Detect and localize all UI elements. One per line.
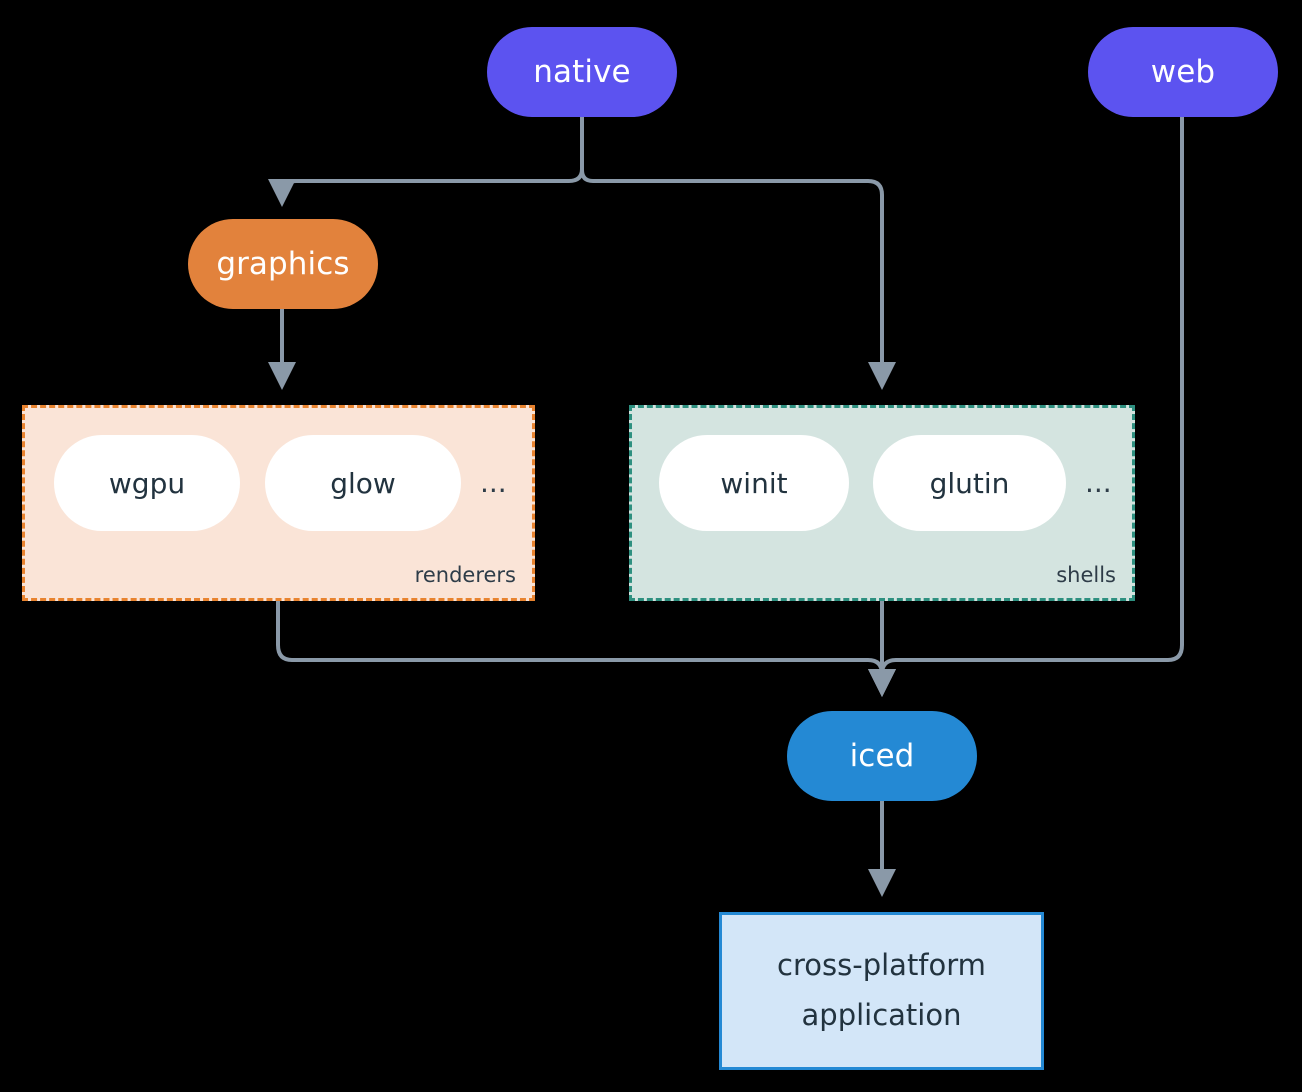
- edge-web-iced: [868, 117, 1184, 697]
- node-iced[interactable]: iced: [787, 711, 977, 801]
- node-web-label: web: [1150, 54, 1216, 90]
- node-winit-label: winit: [720, 466, 788, 500]
- node-glow-label: glow: [330, 466, 396, 500]
- group-renderers[interactable]: wgpu glow ... renderers: [22, 405, 535, 601]
- node-winit[interactable]: winit: [659, 435, 849, 531]
- edge-native-graphics: [268, 168, 584, 207]
- node-iced-label: iced: [849, 738, 915, 774]
- node-application-label-line2: application: [801, 998, 962, 1032]
- node-glow[interactable]: glow: [265, 435, 461, 531]
- renderers-ellipsis: ...: [480, 466, 507, 499]
- node-wgpu[interactable]: wgpu: [54, 435, 240, 531]
- node-glutin-label: glutin: [929, 466, 1010, 500]
- group-shells[interactable]: winit glutin ... shells: [629, 405, 1135, 601]
- node-application-label-line1: cross-platform: [777, 948, 986, 983]
- node-graphics-label: graphics: [216, 246, 350, 282]
- group-shells-label: shells: [1056, 563, 1116, 587]
- node-cross-platform-application[interactable]: cross-platform application: [719, 912, 1044, 1070]
- edge-native-split: [580, 117, 896, 390]
- node-native-label: native: [533, 54, 631, 90]
- node-glutin[interactable]: glutin: [873, 435, 1066, 531]
- node-web[interactable]: web: [1088, 27, 1278, 117]
- edge-renderers-iced: [276, 601, 896, 697]
- shells-ellipsis: ...: [1085, 466, 1112, 499]
- node-graphics[interactable]: graphics: [188, 219, 378, 309]
- group-renderers-label: renderers: [414, 563, 516, 587]
- node-wgpu-label: wgpu: [108, 466, 186, 500]
- node-native[interactable]: native: [487, 27, 677, 117]
